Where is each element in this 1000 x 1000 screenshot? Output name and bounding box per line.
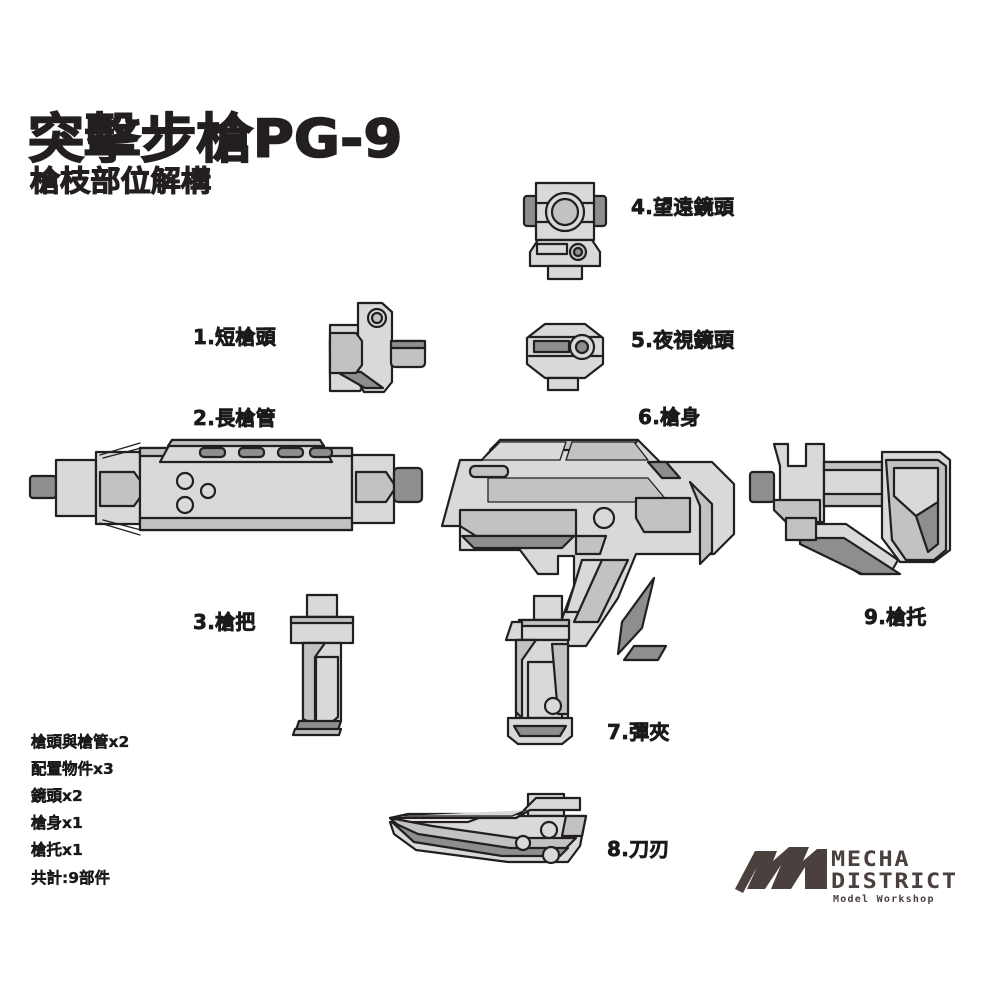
m-monogram-icon: [735, 847, 827, 893]
part-label-telescopic-scope: 4.望遠鏡頭: [631, 195, 735, 220]
part-label-stock: 9.槍托: [864, 605, 927, 630]
page-subtitle: 槍枝部位解構: [29, 164, 211, 199]
bom-line-3: 鏡頭x2: [31, 787, 83, 805]
bom-line-5: 槍托x1: [31, 841, 83, 859]
bom-line-total: 共計:9部件: [31, 869, 110, 887]
part-drawing-pistol-grip: [289, 593, 355, 737]
part-drawing-magazine: [504, 594, 574, 746]
part-label-receiver-body: 6.槍身: [638, 405, 701, 430]
page-title: 突擊步槍PG-9: [27, 108, 403, 171]
bom-line-4: 槍身x1: [31, 814, 83, 832]
part-label-short-barrel-head: 1.短槍頭: [193, 325, 277, 350]
part-drawing-receiver-body: [440, 438, 736, 662]
part-label-blade: 8.刀刃: [607, 837, 670, 862]
part-drawing-long-barrel: [28, 438, 424, 536]
part-drawing-telescopic-scope: [522, 181, 608, 281]
brand-logo: MECHA DISTRICT Model Workshop: [733, 845, 973, 920]
part-label-night-vision-scope: 5.夜視鏡頭: [631, 328, 735, 353]
part-drawing-night-vision-scope: [525, 322, 605, 392]
part-label-pistol-grip: 3.槍把: [193, 610, 256, 635]
logo-line-1: MECHA: [831, 847, 911, 871]
bom-line-2: 配置物件x3: [31, 760, 114, 778]
part-drawing-stock: [748, 442, 952, 576]
part-drawing-short-barrel-head: [328, 301, 427, 394]
bom-line-1: 槍頭與槍管x2: [31, 733, 130, 751]
part-drawing-blade: [388, 792, 588, 865]
logo-line-2: DISTRICT: [831, 869, 958, 893]
logo-tagline: Model Workshop: [833, 894, 935, 905]
part-label-long-barrel: 2.長槍管: [193, 406, 277, 431]
part-label-magazine: 7.彈夾: [607, 720, 670, 745]
